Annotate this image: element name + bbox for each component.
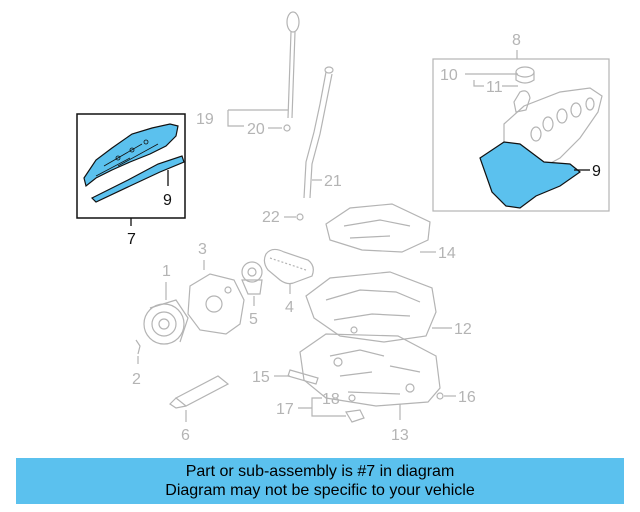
callout-12: 12 (454, 321, 472, 338)
oil-filler-cap-part[interactable] (515, 66, 535, 84)
gasket-part-right[interactable] (479, 141, 582, 209)
callout-1: 1 (162, 263, 171, 280)
oil-level-sensor-part[interactable] (345, 409, 365, 423)
timing-belt-part[interactable] (263, 248, 314, 285)
callout-16: 16 (458, 389, 476, 406)
detail-box-8: 8 10 11 9 (432, 32, 610, 212)
valve-cover-part[interactable] (83, 123, 179, 188)
dipstick-part[interactable] (286, 11, 300, 119)
oil-pan-part[interactable] (299, 333, 441, 407)
callout-2: 2 (132, 371, 141, 388)
sealant-tube-part[interactable] (169, 375, 230, 409)
callout-11: 11 (486, 79, 503, 96)
banner-line-1: Part or sub-assembly is #7 in diagram (185, 463, 455, 480)
info-banner: Part or sub-assembly is #7 in diagram Di… (16, 458, 624, 504)
callout-14: 14 (438, 245, 456, 262)
callout-18: 18 (322, 391, 340, 408)
breather-fitting-part[interactable] (513, 90, 531, 113)
callout-20: 20 (247, 121, 265, 138)
callout-21: 21 (324, 173, 342, 190)
dipstick-tube-part[interactable] (303, 66, 334, 199)
callout-10: 10 (440, 67, 458, 84)
callout-7: 7 (127, 231, 136, 248)
strainer-part[interactable] (287, 369, 319, 385)
callout-9-left: 9 (163, 192, 172, 209)
detail-box-7: 9 7 (76, 113, 186, 248)
callout-13: 13 (391, 427, 409, 444)
engine-cover-part[interactable] (325, 203, 431, 253)
callout-5: 5 (249, 311, 258, 328)
callout-8: 8 (512, 32, 521, 49)
callout-9-right: 9 (592, 163, 601, 180)
callout-3: 3 (198, 241, 207, 258)
pulley-bolt-part[interactable] (135, 339, 141, 355)
callout-22: 22 (262, 209, 280, 226)
callout-19: 19 (196, 111, 214, 128)
gasket-part-left[interactable] (90, 155, 185, 203)
callout-17: 17 (276, 401, 294, 418)
crankshaft-pulley-part[interactable] (143, 299, 189, 345)
callout-4: 4 (285, 299, 294, 316)
callout-15: 15 (252, 369, 270, 386)
tensioner-part[interactable] (241, 261, 263, 295)
callout-6: 6 (181, 427, 190, 444)
banner-line-2: Diagram may not be specific to your vehi… (165, 482, 475, 499)
timing-cover-part[interactable] (187, 273, 245, 335)
oil-baffle-part[interactable] (305, 271, 437, 343)
